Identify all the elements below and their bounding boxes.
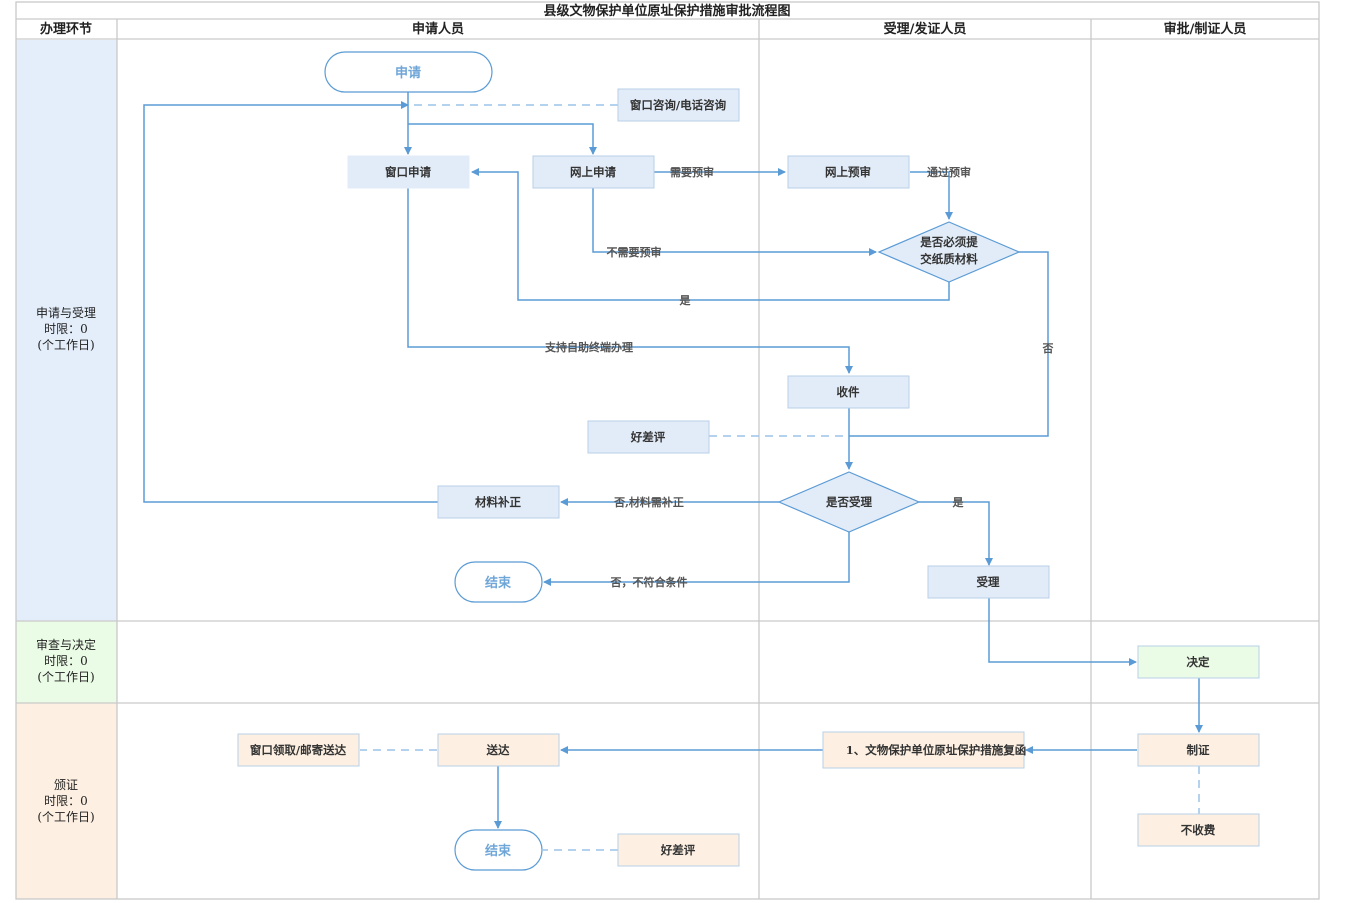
- edge-label-need-supplement: 否,材料需补正: [613, 495, 684, 509]
- svg-text:不收费: 不收费: [1181, 823, 1216, 837]
- svg-text:材料补正: 材料补正: [475, 495, 521, 509]
- end-terminal-1: 结束: [454, 561, 543, 603]
- online-apply-box: 网上申请: [532, 155, 655, 189]
- svg-text:结束: 结束: [485, 843, 512, 859]
- phase-apply-limit: 时限：0: [44, 322, 88, 336]
- svg-text:受理: 受理: [977, 575, 1000, 589]
- svg-text:结束: 结束: [485, 575, 512, 591]
- pickup-box: 窗口领取/邮寄送达: [237, 733, 360, 767]
- edge-label-pass-precheck: 通过预审: [927, 165, 971, 179]
- phase-review-name: 审查与决定: [36, 637, 96, 652]
- phase-apply-unit: (个工作日): [37, 338, 94, 352]
- consult-box: 窗口咨询/电话咨询: [617, 88, 740, 122]
- phase-band-review: [16, 621, 117, 703]
- reply-doc-box: 1、文物保护单位原址保护措施复函: [822, 731, 1027, 769]
- accept-decision: 是否受理: [777, 471, 921, 533]
- svg-text:1、文物保护单位原址保护措施复函: 1、文物保护单位原址保护措施复函: [846, 743, 1027, 757]
- make-cert-box: 制证: [1137, 733, 1260, 767]
- deliver-box: 送达: [437, 733, 560, 767]
- edge-label-self-service: 支持自助终端办理: [544, 340, 633, 354]
- receive-box: 收件: [787, 375, 910, 409]
- svg-text:收件: 收件: [837, 385, 860, 399]
- phase-license-name: 颁证: [54, 777, 78, 792]
- paper-required-decision: 是否必须提 交纸质材料: [877, 221, 1021, 283]
- svg-text:交纸质材料: 交纸质材料: [920, 252, 978, 266]
- svg-text:送达: 送达: [486, 743, 510, 757]
- column-header-acceptor: 受理/发证人员: [884, 21, 967, 37]
- phase-band-license: [16, 703, 117, 899]
- dashed-links: [360, 104, 1200, 851]
- feedback-box-2: 好差评: [617, 833, 740, 867]
- no-fee-box: 不收费: [1137, 813, 1260, 847]
- column-header-applicant: 申请人员: [412, 21, 464, 37]
- feedback-box-1: 好差评: [587, 420, 710, 454]
- decide-box: 决定: [1137, 645, 1260, 679]
- svg-text:制证: 制证: [1187, 743, 1210, 757]
- start-terminal: 申请: [324, 51, 493, 93]
- svg-text:好差评: 好差评: [660, 843, 696, 857]
- edge-label-no-paper: 否: [1042, 342, 1054, 355]
- connectors: [143, 92, 1203, 829]
- svg-text:窗口咨询/电话咨询: 窗口咨询/电话咨询: [630, 98, 727, 112]
- edge-label-need-precheck: 需要预审: [670, 165, 714, 179]
- column-header-approver: 审批/制证人员: [1164, 21, 1247, 37]
- svg-text:网上预审: 网上预审: [825, 165, 871, 179]
- svg-text:是否必须提: 是否必须提: [919, 235, 978, 249]
- phase-license-limit: 时限：0: [44, 794, 88, 808]
- phase-band-apply: [16, 40, 117, 621]
- svg-text:窗口申请: 窗口申请: [385, 165, 431, 179]
- phase-review-limit: 时限：0: [44, 654, 88, 668]
- phase-review-unit: (个工作日): [37, 670, 94, 684]
- chart-title: 县级文物保护单位原址保护措施审批流程图: [543, 3, 790, 19]
- supplement-box: 材料补正: [437, 485, 560, 519]
- phase-apply-name: 申请与受理: [36, 306, 96, 320]
- svg-text:决定: 决定: [1187, 655, 1210, 669]
- window-apply-box: 窗口申请: [347, 155, 470, 189]
- column-header-stage: 办理环节: [40, 21, 92, 37]
- edge-label-no-precheck: 不需要预审: [607, 245, 662, 259]
- edge-label-yes-accept: 是: [952, 496, 965, 509]
- swimlane-grid: [15, 1, 1320, 900]
- svg-text:是否受理: 是否受理: [825, 495, 872, 509]
- svg-text:网上申请: 网上申请: [570, 165, 616, 179]
- end-terminal-2: 结束: [454, 829, 543, 871]
- svg-text:申请: 申请: [395, 65, 421, 81]
- svg-text:窗口领取/邮寄送达: 窗口领取/邮寄送达: [250, 743, 347, 757]
- accept-box: 受理: [927, 565, 1050, 599]
- edge-label-not-qualified: 否，不符合条件: [610, 575, 688, 589]
- phase-license-unit: (个工作日): [37, 810, 94, 824]
- online-precheck-box: 网上预审: [787, 155, 910, 189]
- edge-label-yes-paper: 是: [679, 294, 692, 307]
- svg-text:好差评: 好差评: [630, 430, 666, 444]
